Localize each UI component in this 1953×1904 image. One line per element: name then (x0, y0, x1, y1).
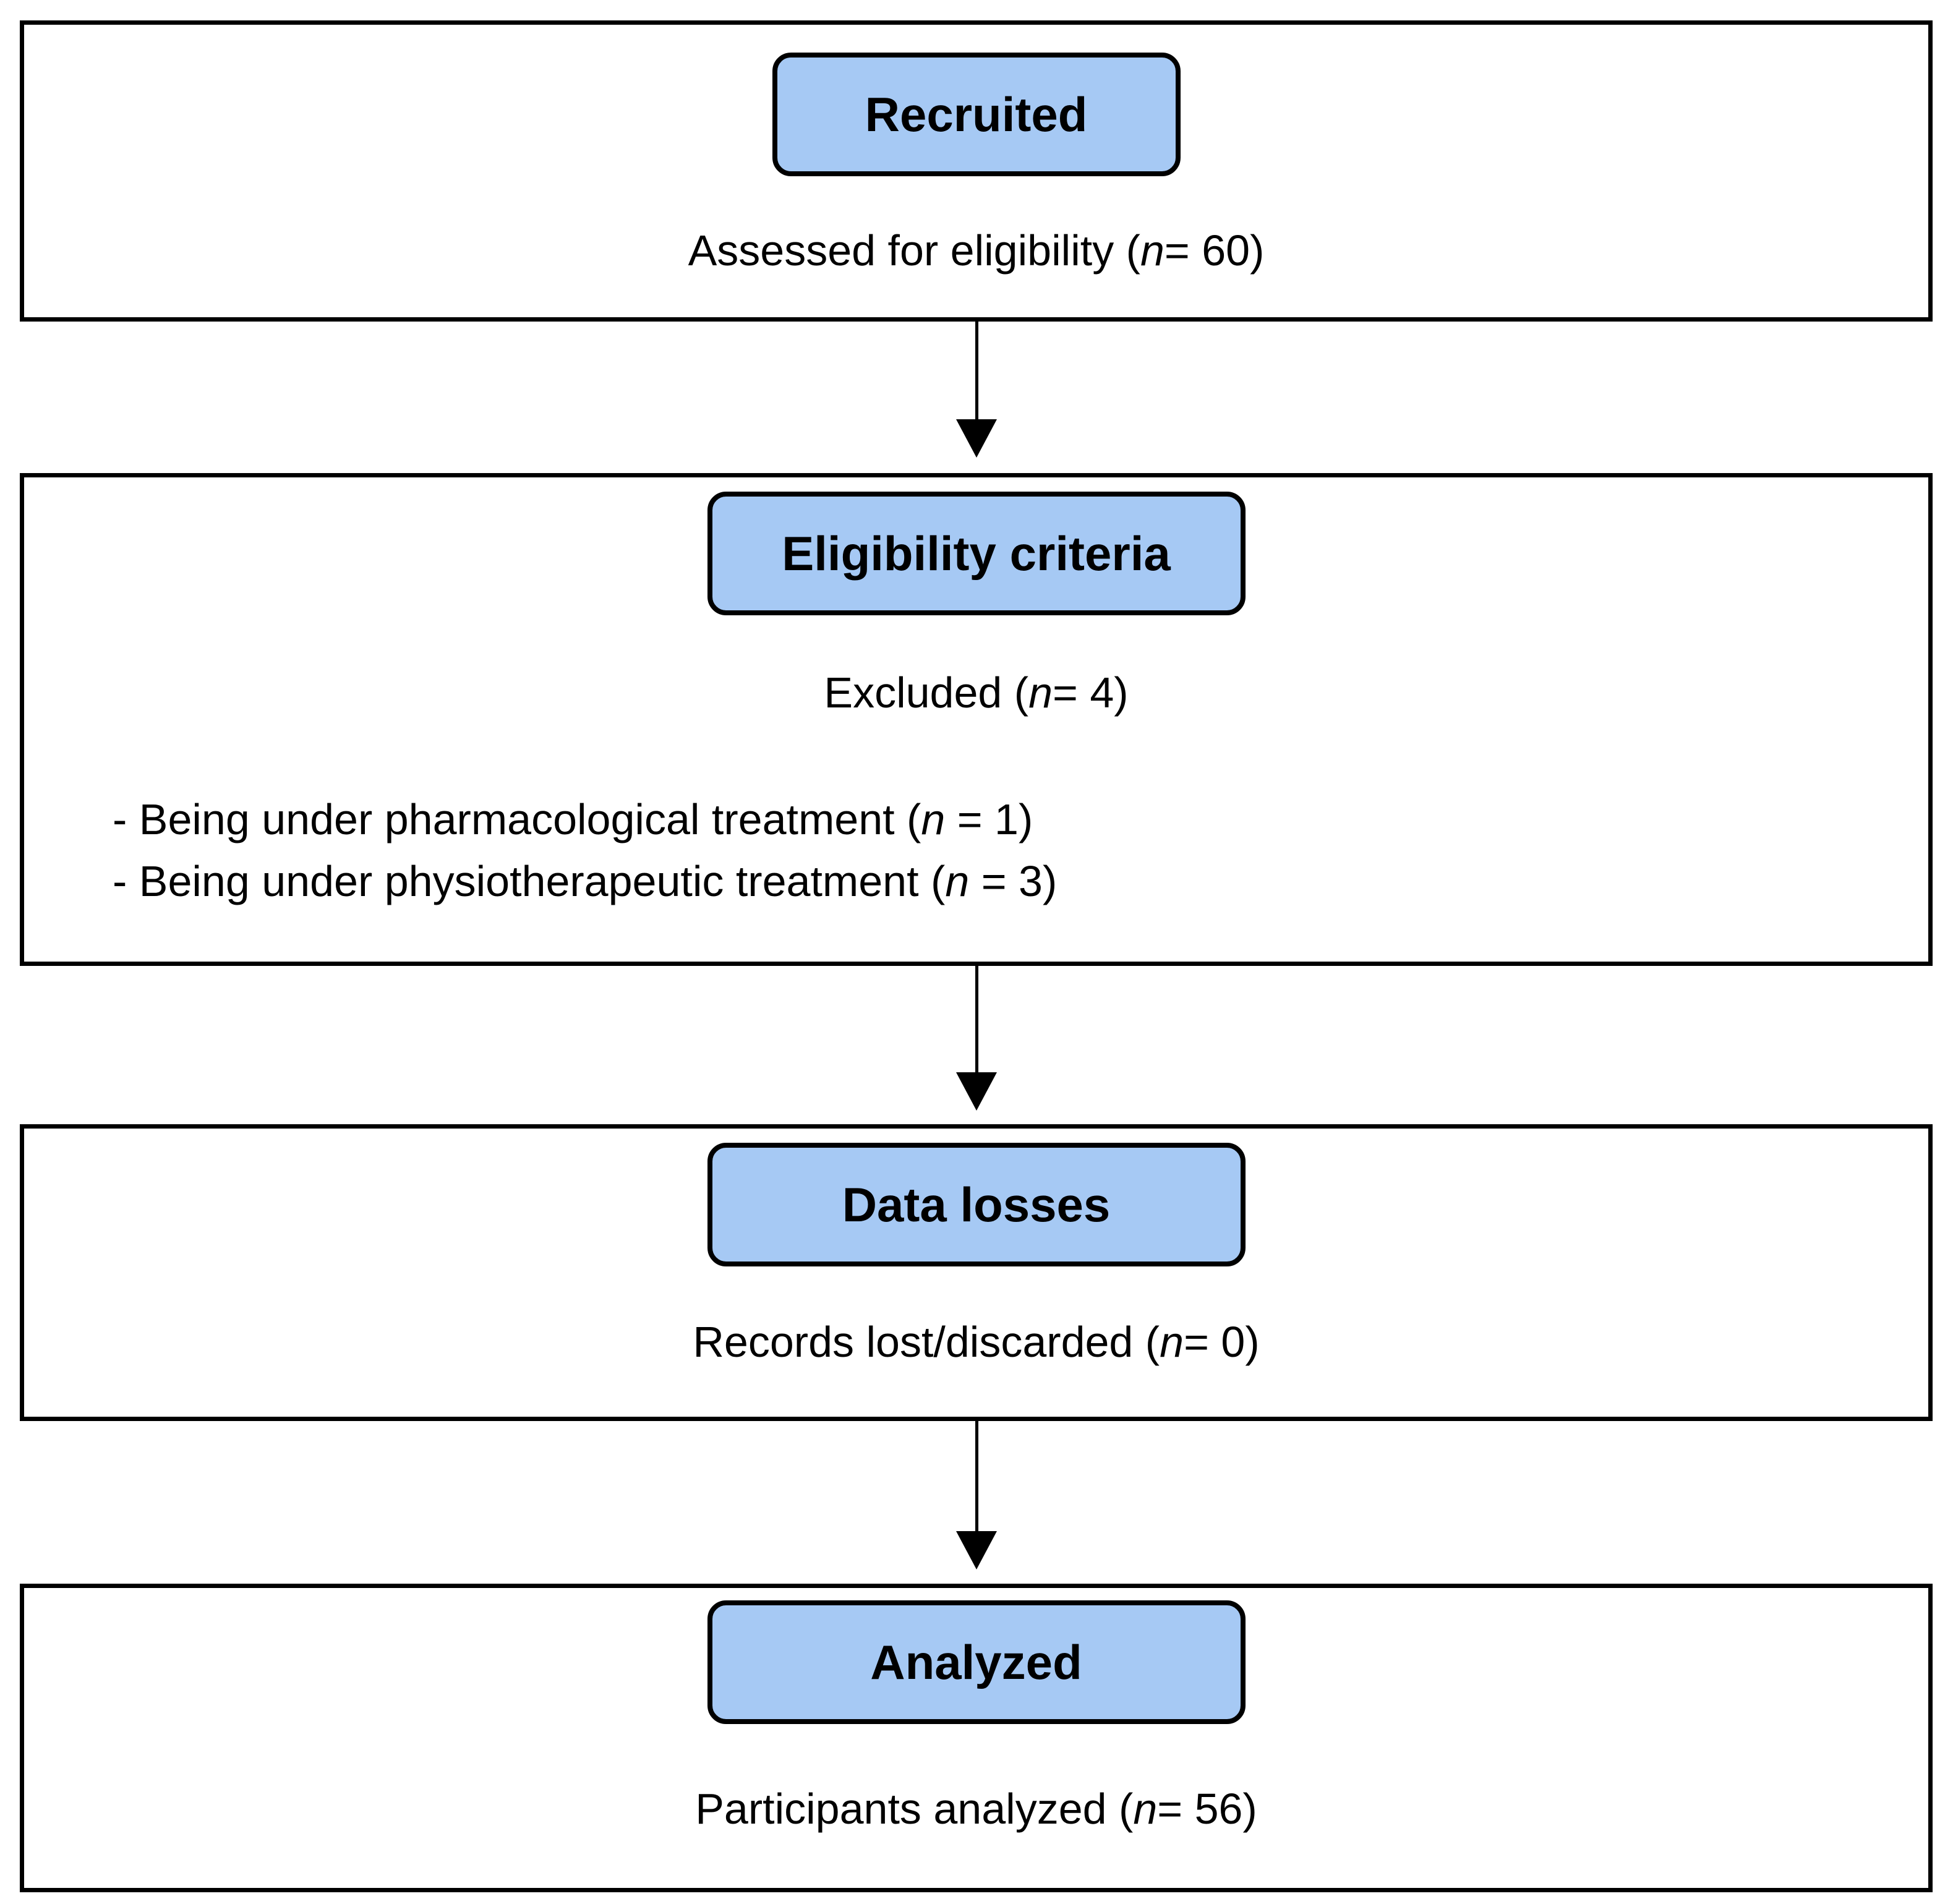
down-arrow-connector-3 (0, 1421, 1953, 1569)
n-variable: n (1133, 1785, 1158, 1833)
reason-text: - Being under pharmacological treatment … (113, 795, 921, 843)
stage-node-data-losses: Data losses (707, 1143, 1246, 1266)
stage-title-data-losses: Data losses (842, 1177, 1111, 1232)
reason-text: - Being under physiotherapeutic treatmen… (113, 857, 946, 905)
stage-node-recruited: Recruited (772, 53, 1181, 176)
arrow-head-icon (956, 1072, 997, 1111)
flow-box-data-losses: Data losses Records lost/discarded (n= 0… (20, 1124, 1933, 1421)
stage-title-eligibility-criteria: Eligibility criteria (782, 526, 1171, 581)
stage-description-excluded: Excluded (n= 4) (24, 671, 1928, 714)
arrow-head-icon (956, 1531, 997, 1569)
down-arrow-connector-1 (0, 322, 1953, 458)
reason-count: = 3) (969, 857, 1058, 905)
stage-description-analyzed: Participants analyzed (n= 56) (24, 1787, 1928, 1830)
flow-box-recruited: Recruited Assessed for eligibility (n= 6… (20, 20, 1933, 322)
n-variable: n (1140, 226, 1165, 275)
stage-node-eligibility-criteria: Eligibility criteria (707, 492, 1246, 615)
arrow-shaft (975, 966, 978, 1072)
stage-node-analyzed: Analyzed (707, 1600, 1246, 1724)
arrow-shaft (975, 1421, 978, 1531)
stage-title-recruited: Recruited (865, 87, 1088, 142)
description-count: = 4) (1053, 668, 1129, 717)
down-arrow-connector-2 (0, 966, 1953, 1111)
stage-description-recruited: Assessed for eligibility (n= 60) (24, 229, 1928, 272)
description-text: Assessed for eligibility ( (688, 226, 1140, 275)
description-count: = 56) (1157, 1785, 1257, 1833)
description-count: = 0) (1184, 1318, 1260, 1366)
arrow-head-icon (956, 419, 997, 458)
reason-count: = 1) (945, 795, 1033, 843)
stage-title-analyzed: Analyzed (870, 1634, 1082, 1689)
flow-box-analyzed: Analyzed Participants analyzed (n= 56) (20, 1584, 1933, 1892)
exclusion-reason-2: - Being under physiotherapeutic treatmen… (113, 860, 1057, 903)
description-count: = 60) (1164, 226, 1265, 275)
stage-description-data-losses: Records lost/discarded (n= 0) (24, 1320, 1928, 1364)
n-variable: n (921, 795, 946, 843)
flow-box-eligibility-criteria: Eligibility criteria Excluded (n= 4) - B… (20, 473, 1933, 966)
description-text: Participants analyzed ( (695, 1785, 1134, 1833)
description-text: Excluded ( (824, 668, 1029, 717)
arrow-shaft (975, 322, 978, 419)
exclusion-reason-1: - Being under pharmacological treatment … (113, 798, 1033, 841)
n-variable: n (1028, 668, 1053, 717)
description-text: Records lost/discarded ( (693, 1318, 1160, 1366)
n-variable: n (945, 857, 970, 905)
n-variable: n (1160, 1318, 1184, 1366)
